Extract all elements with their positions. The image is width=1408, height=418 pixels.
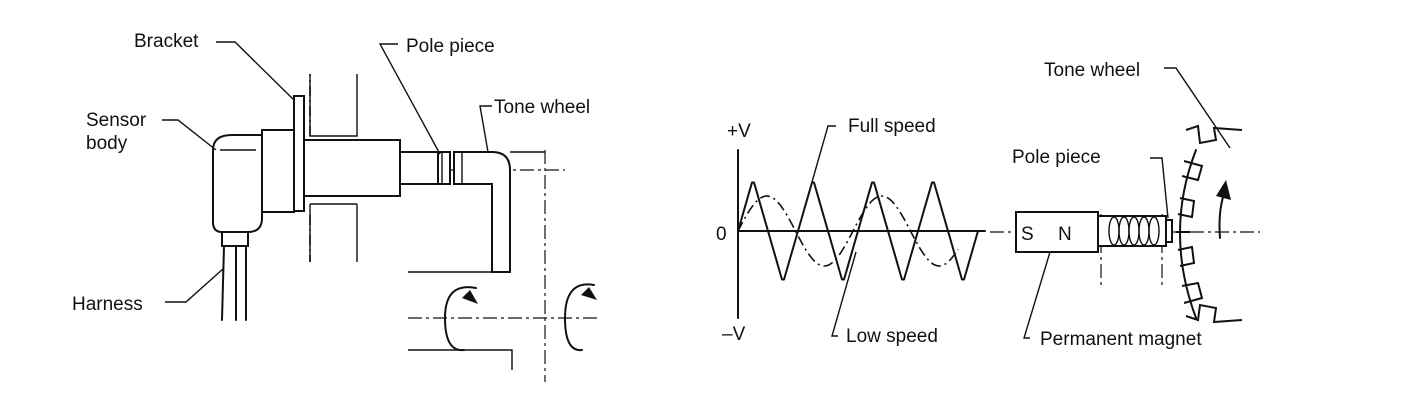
- bracket-leader: [216, 41, 295, 101]
- harness-wires: [221, 245, 247, 321]
- rotation-arrow-right-icon: [564, 283, 597, 352]
- pole-piece-face: [1165, 219, 1173, 243]
- sensor-body-leader: [162, 119, 217, 151]
- label-harness: Harness: [72, 294, 143, 315]
- magnet-pole-s: S: [1021, 224, 1034, 245]
- magnet-pole-n: N: [1058, 224, 1072, 245]
- label-pole-piece-right: Pole piece: [1012, 147, 1101, 168]
- label-full-speed: Full speed: [848, 116, 936, 137]
- label-pole-piece-left: Pole piece: [406, 36, 495, 57]
- sensor-assembly-drawing: Bracket Pole piece Tone wheel Sensor bod…: [72, 31, 600, 382]
- tone-wheel-leader-left: [479, 105, 492, 153]
- label-bracket: Bracket: [134, 31, 199, 52]
- label-permanent-magnet: Permanent magnet: [1040, 329, 1202, 350]
- pole-piece-leader-left: [378, 43, 441, 155]
- tone-wheel-rim: [1179, 149, 1197, 319]
- label-sensor-body-line2: body: [86, 133, 128, 154]
- label-zero: 0: [716, 224, 727, 245]
- sensor-flange: [261, 129, 295, 213]
- rotation-arrow-up-icon: [1216, 180, 1231, 239]
- tone-wheel-teeth: [1176, 124, 1243, 324]
- low-speed-wave: [737, 195, 959, 267]
- sensor-body: [212, 134, 263, 247]
- label-minus-v: –V: [722, 324, 746, 345]
- label-tone-wheel-right: Tone wheel: [1044, 60, 1140, 81]
- low-speed-leader: [831, 251, 857, 337]
- magnet-tone-wheel-drawing: S N Tone wheel Pole piece Permanent magn…: [990, 60, 1260, 350]
- pole-piece-tip: [437, 151, 451, 185]
- label-tone-wheel-left: Tone wheel: [494, 97, 590, 118]
- full-speed-wave: [737, 181, 979, 281]
- label-low-speed: Low speed: [846, 326, 938, 347]
- rotation-arrow-left-icon: [444, 286, 478, 352]
- permanent-magnet-leader: [1023, 251, 1051, 339]
- label-plus-v: +V: [727, 121, 751, 142]
- waveform-graph: +V 0 –V Full speed Low speed: [716, 116, 986, 347]
- sensor-shaft: [303, 139, 401, 197]
- tone-wheel-leader-right: [1164, 67, 1231, 149]
- tone-wheel-tooth: [453, 151, 511, 273]
- pole-piece-core: [1097, 215, 1167, 247]
- mounting-structure: [309, 74, 358, 262]
- permanent-magnet: [1015, 211, 1099, 253]
- pickup-coil: [1108, 216, 1160, 246]
- sensor-tip: [399, 151, 439, 185]
- full-speed-leader: [811, 125, 836, 183]
- harness-leader: [165, 267, 225, 303]
- rotation-lower-line: [408, 349, 513, 370]
- label-sensor-body-line1: Sensor: [86, 110, 147, 131]
- harness-grommet: [221, 231, 249, 247]
- pole-piece-leader-right: [1150, 157, 1169, 219]
- bracket-plate: [293, 95, 305, 212]
